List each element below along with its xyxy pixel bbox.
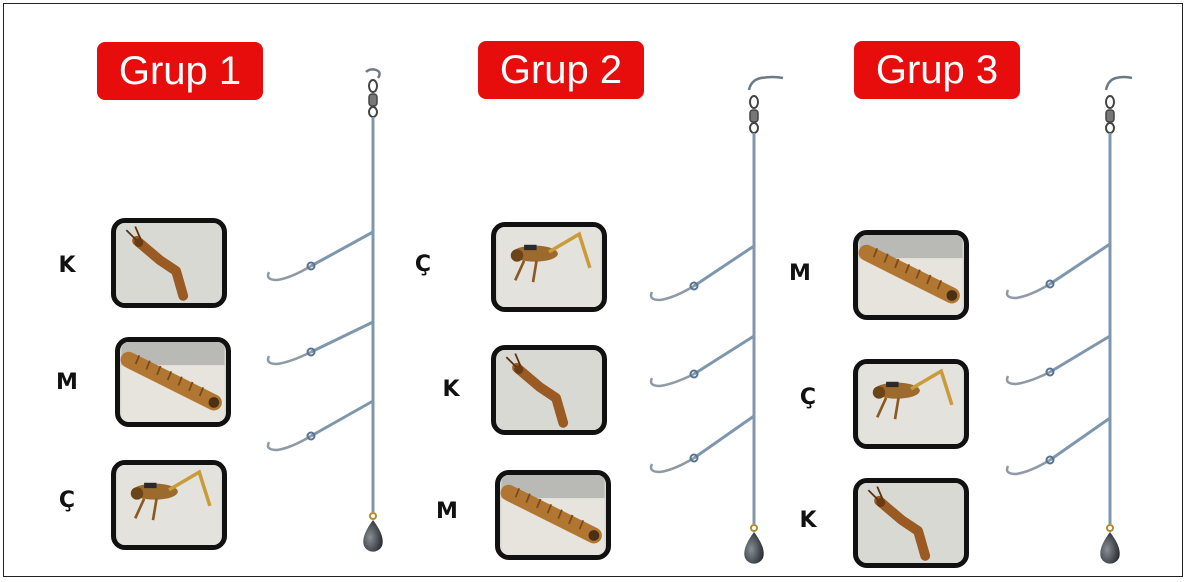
rig-1 — [268, 69, 380, 519]
rig-2 — [651, 77, 783, 531]
sinker-3 — [1100, 532, 1119, 564]
rig-3 — [1007, 77, 1132, 531]
figure-frame: Grup 1 Grup 2 Grup 3 K M Ç Ç K M M Ç K — [3, 3, 1183, 577]
fishing-rigs — [4, 4, 1184, 578]
sinker-2 — [744, 532, 763, 564]
sinker-1 — [363, 520, 382, 552]
